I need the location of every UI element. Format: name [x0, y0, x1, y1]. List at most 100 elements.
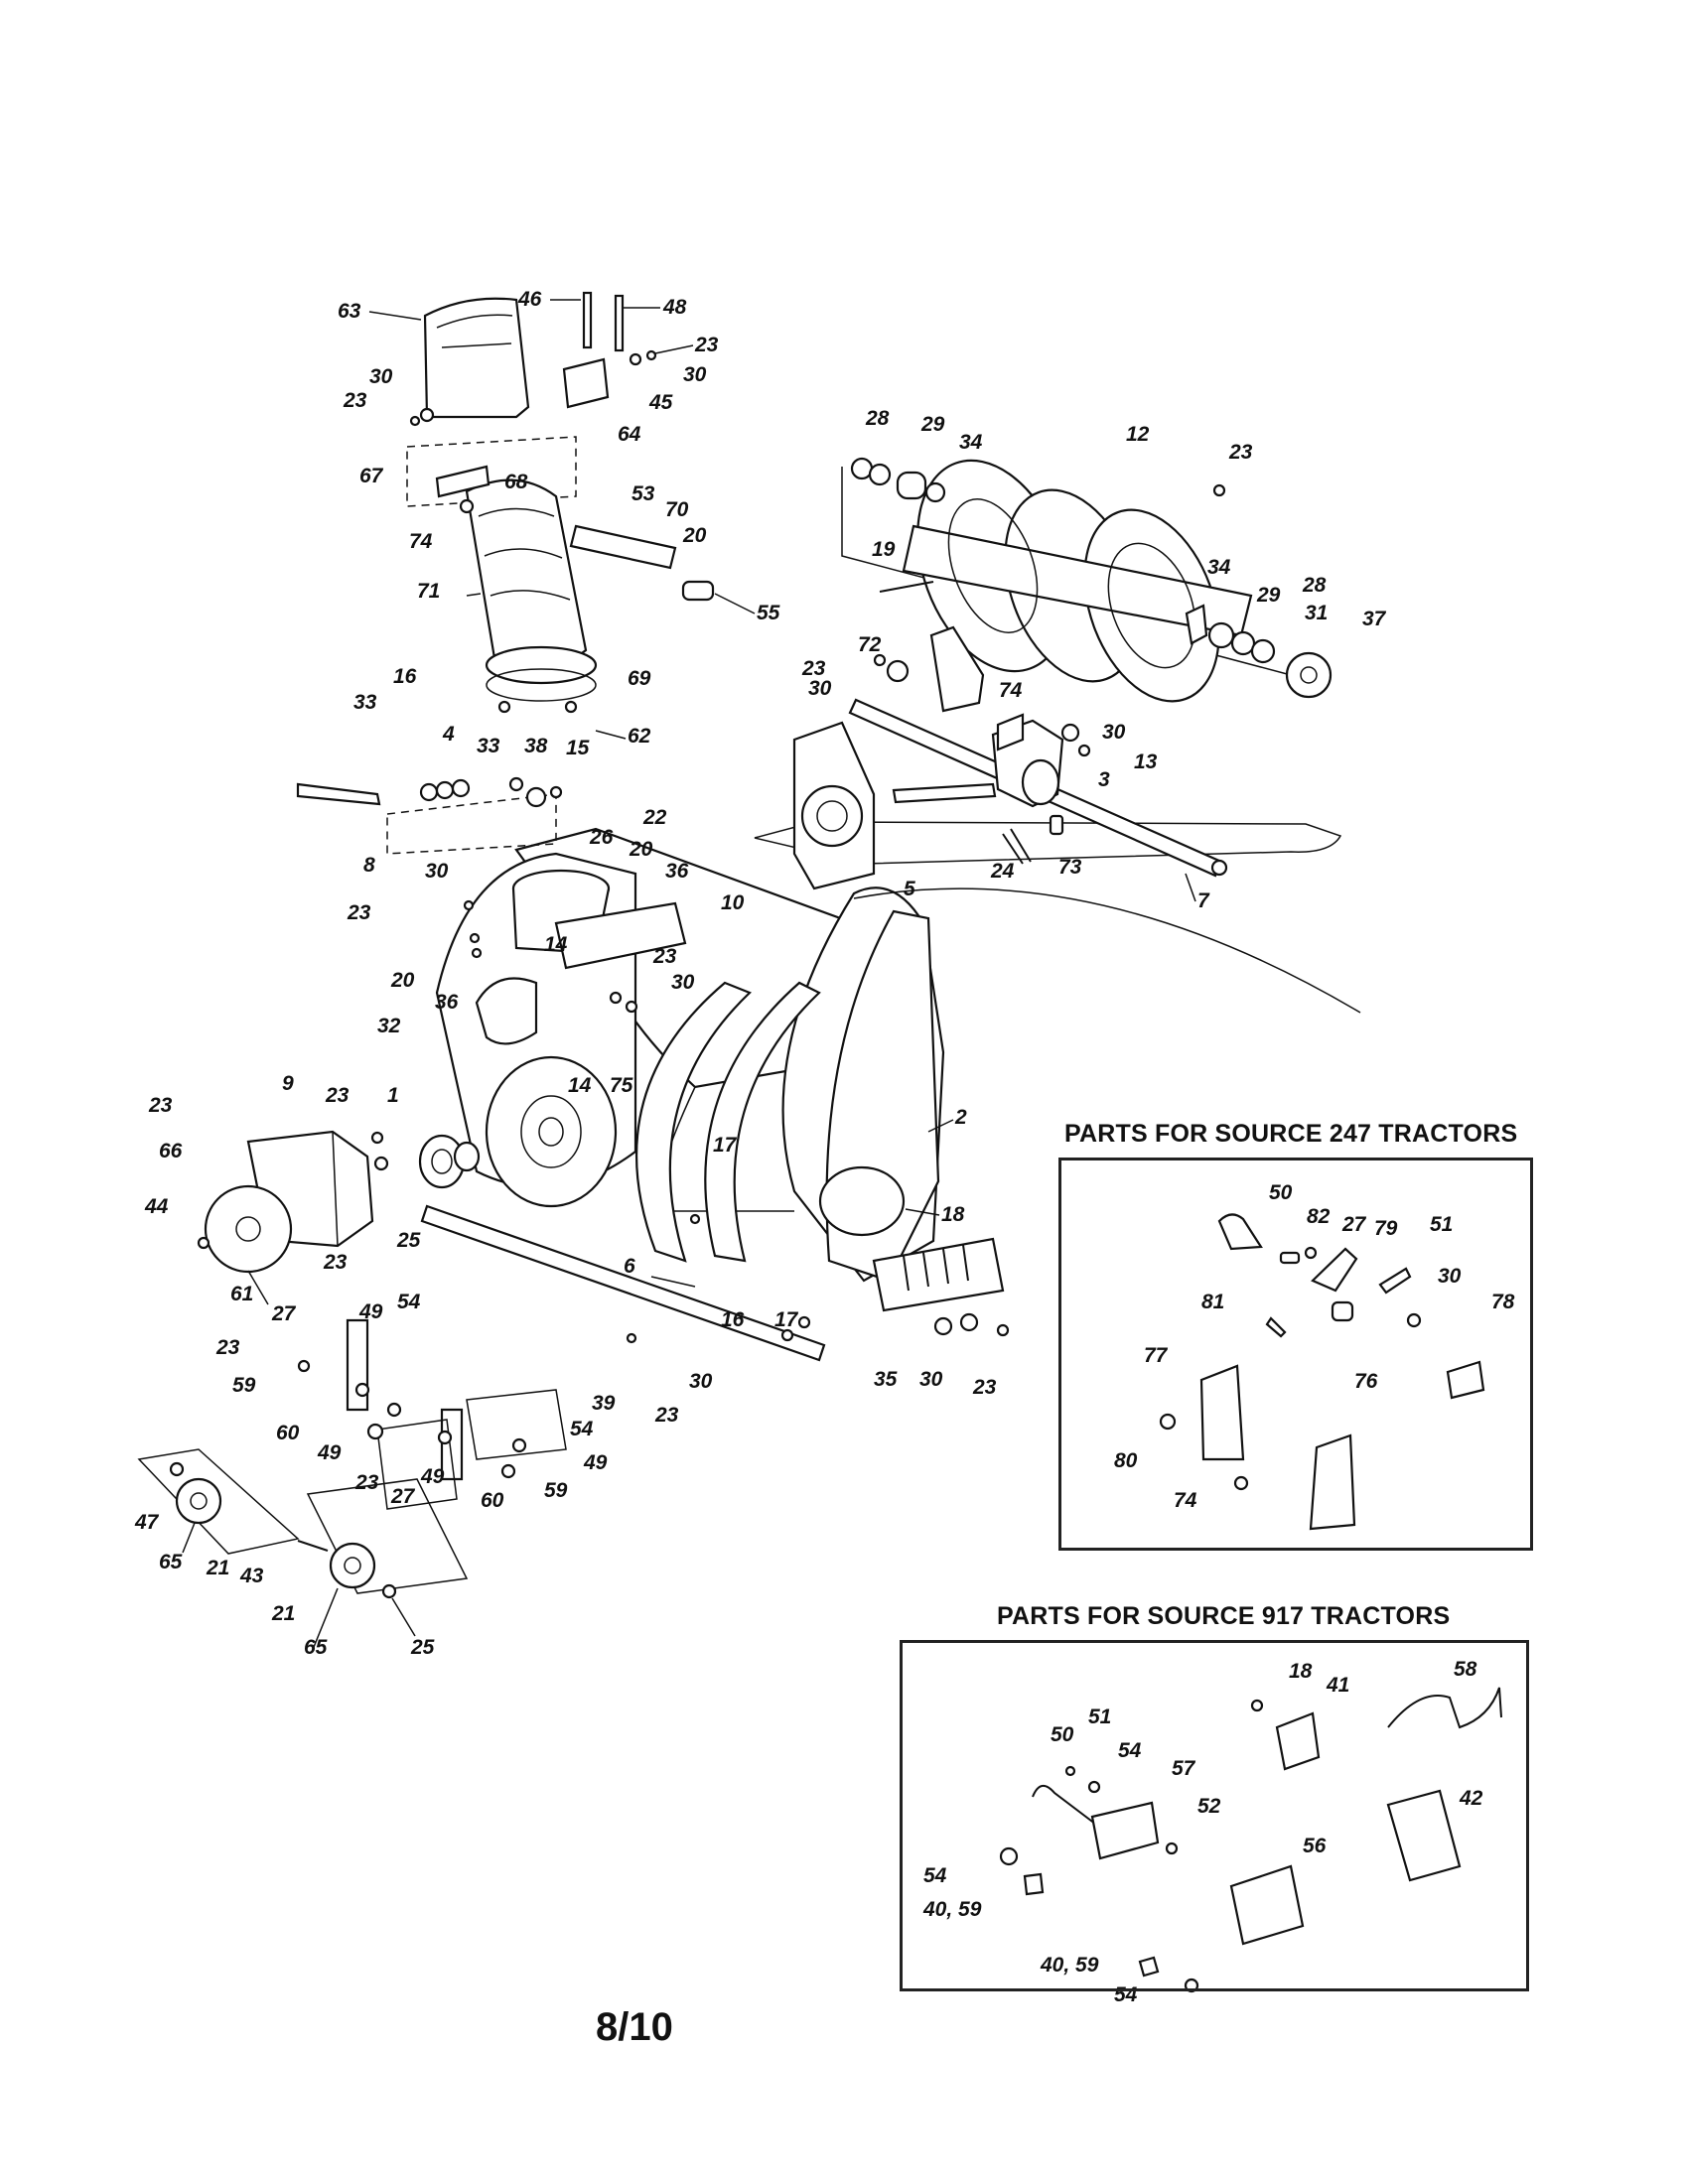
callout-66: 66: [159, 1140, 183, 1162]
callout-55: 55: [757, 602, 780, 624]
inset-247-callouts: 50 82 27 79 51 30 81 78 77 76 80 74: [1114, 1181, 1515, 1512]
callout-57: 57: [1172, 1757, 1196, 1780]
callout-65: 65: [304, 1636, 328, 1659]
callout-13: 13: [1134, 751, 1158, 773]
callout-38: 38: [524, 735, 548, 757]
inset-917-parts: [999, 1687, 1502, 1993]
callout-67: 67: [359, 465, 384, 487]
callout-20: 20: [682, 524, 707, 547]
auger-spirals: [902, 459, 1253, 703]
callout-31: 31: [1305, 602, 1328, 624]
drive-pulley: [204, 1184, 293, 1274]
impeller-disc: [485, 1055, 618, 1208]
callout-19: 19: [872, 538, 896, 561]
callout-30: 30: [683, 363, 707, 386]
callout-41: 41: [1326, 1674, 1349, 1697]
callout-52: 52: [1197, 1795, 1221, 1818]
callout-54: 54: [923, 1864, 947, 1887]
auger-group: [841, 457, 1333, 703]
bracket-41: [1275, 1711, 1321, 1771]
callout-43: 43: [239, 1565, 264, 1587]
callout-23: 23: [1228, 441, 1253, 464]
callout-40-59: 40, 59: [922, 1898, 982, 1921]
callout-37: 37: [1362, 608, 1387, 630]
callout-74: 74: [1174, 1489, 1197, 1512]
callout-58: 58: [1454, 1658, 1477, 1681]
callout-30: 30: [425, 860, 449, 883]
callout-30: 30: [1438, 1265, 1462, 1288]
callout-44: 44: [144, 1195, 169, 1218]
callout-35: 35: [874, 1368, 898, 1391]
callout-30: 30: [808, 677, 832, 700]
callout-80: 80: [1114, 1449, 1138, 1472]
callout-4: 4: [442, 723, 455, 746]
callout-49: 49: [317, 1441, 342, 1464]
callout-46: 46: [517, 288, 542, 311]
callout-81: 81: [1201, 1291, 1224, 1313]
callout-29: 29: [920, 413, 945, 436]
callout-1: 1: [387, 1084, 399, 1107]
callout-14: 14: [568, 1074, 592, 1097]
callout-76: 76: [1354, 1370, 1378, 1393]
callout-23: 23: [801, 657, 826, 680]
callout-39: 39: [592, 1392, 616, 1415]
callout-64: 64: [618, 423, 641, 446]
idler-pulley-1: [175, 1477, 222, 1525]
callout-2: 2: [954, 1106, 967, 1129]
callout-6: 6: [624, 1255, 635, 1278]
bracket-76: [1309, 1433, 1356, 1531]
housing-opening: [818, 1165, 906, 1237]
callout-78: 78: [1491, 1291, 1515, 1313]
callout-23: 23: [325, 1084, 350, 1107]
callout-7: 7: [1197, 889, 1210, 912]
callout-70: 70: [665, 498, 689, 521]
crank-bracket: [569, 524, 677, 570]
callout-59: 59: [232, 1374, 256, 1397]
leader-lines: [182, 299, 1196, 1653]
page-number: 8/10: [596, 2005, 673, 2049]
callout-36: 36: [435, 991, 459, 1014]
callout-79: 79: [1374, 1217, 1398, 1240]
callout-74: 74: [999, 679, 1023, 702]
callout-22: 22: [642, 806, 667, 829]
bracket-42: [1386, 1789, 1462, 1882]
callout-34: 34: [959, 431, 983, 454]
callout-51: 51: [1430, 1213, 1453, 1236]
chute-ring: [485, 645, 598, 685]
callout-23: 23: [354, 1471, 379, 1494]
callout-21: 21: [206, 1557, 229, 1579]
callout-14: 14: [544, 933, 568, 956]
shave-plate: [872, 1237, 1005, 1312]
callout-49: 49: [583, 1451, 608, 1474]
callout-30: 30: [671, 971, 695, 994]
callout-47: 47: [134, 1511, 160, 1534]
callout-48: 48: [662, 296, 687, 319]
callout-27: 27: [390, 1485, 416, 1508]
callout-17: 17: [774, 1308, 799, 1331]
auger-end-plate: [1285, 651, 1333, 699]
callout-72: 72: [858, 633, 882, 656]
callout-5: 5: [904, 878, 915, 900]
callout-16: 16: [721, 1308, 745, 1331]
bracket-56: [1229, 1864, 1305, 1946]
callout-30: 30: [919, 1368, 943, 1391]
callout-24: 24: [990, 860, 1015, 883]
callout-12: 12: [1126, 423, 1150, 446]
rod-58: [1387, 1687, 1502, 1729]
skid-bar: [420, 1204, 826, 1362]
callout-65: 65: [159, 1551, 183, 1573]
idler-pulley-2: [329, 1542, 376, 1589]
callout-8: 8: [363, 854, 375, 877]
callout-23: 23: [148, 1094, 173, 1117]
callout-33: 33: [353, 691, 377, 714]
callout-30: 30: [689, 1370, 713, 1393]
callout-16: 16: [393, 665, 417, 688]
callout-26: 26: [589, 826, 614, 849]
callout-18: 18: [941, 1203, 965, 1226]
callout-18: 18: [1289, 1660, 1313, 1683]
callout-54: 54: [397, 1291, 421, 1313]
callout-28: 28: [865, 407, 890, 430]
callout-30: 30: [369, 365, 393, 388]
callout-56: 56: [1303, 1835, 1327, 1857]
callout-36: 36: [665, 860, 689, 883]
